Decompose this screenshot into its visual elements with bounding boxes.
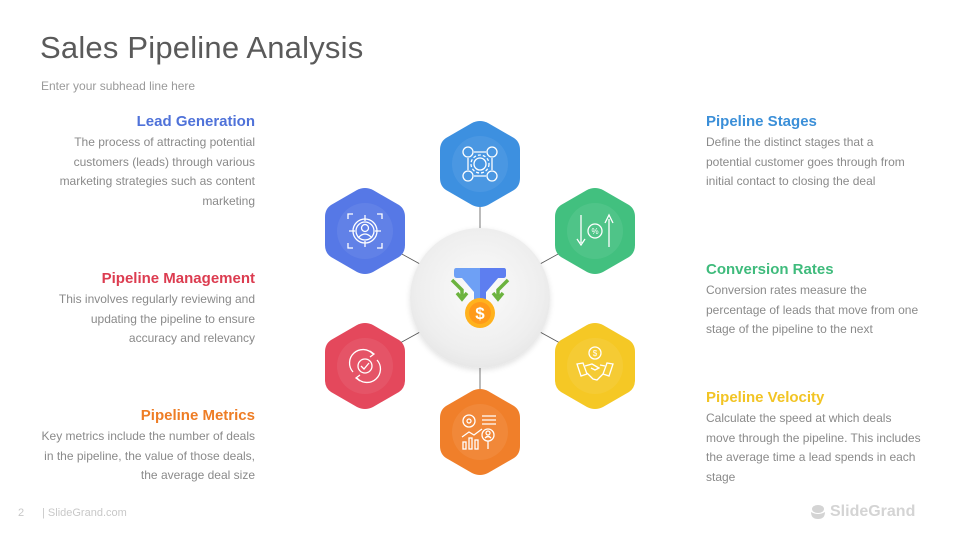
block-text: Conversion rates measure the percentage … (706, 283, 919, 336)
block-pipeline-management: Pipeline Management This involves regula… (40, 270, 255, 349)
block-title: Pipeline Stages (706, 113, 817, 130)
svg-text:$: $ (475, 304, 485, 323)
hexagon-shape (440, 121, 520, 207)
center-circle: $ (410, 228, 550, 368)
block-title: Pipeline Metrics (140, 407, 255, 424)
block-text: Calculate the speed at which deals move … (706, 411, 921, 484)
block-text: This involves regularly reviewing and up… (58, 292, 255, 345)
brand-logo: SlideGrand (810, 503, 915, 521)
hex-lead-generation[interactable] (325, 187, 405, 275)
svg-text:%: % (591, 227, 598, 236)
block-pipeline-velocity: Pipeline Velocity Calculate the speed at… (706, 389, 921, 487)
block-title: Lead Generation (136, 113, 255, 130)
block-pipeline-stages: Pipeline Stages Define the distinct stag… (706, 113, 921, 192)
footer-site-link[interactable]: | SlideGrand.com (42, 507, 127, 519)
block-text: Key metrics include the number of deals … (41, 429, 255, 482)
svg-text:$: $ (593, 349, 598, 358)
hex-pipeline-management[interactable] (325, 322, 405, 410)
block-text: Define the distinct stages that a potent… (706, 135, 905, 188)
page-subhead: Enter your subhead line here (41, 79, 196, 93)
hex-conversion-rates[interactable]: % (555, 187, 635, 275)
block-title: Pipeline Management (101, 270, 255, 287)
hex-pipeline-velocity[interactable]: $ (555, 322, 635, 410)
block-title: Conversion Rates (706, 261, 834, 278)
hexagon-shape (325, 323, 405, 409)
hex-pipeline-stages[interactable] (440, 120, 520, 208)
network-gear-icon (462, 146, 498, 182)
block-pipeline-metrics: Pipeline Metrics Key metrics include the… (40, 407, 255, 486)
percent-exchange-icon: % (576, 213, 614, 247)
page-number: 2 (18, 507, 25, 519)
brand-logo-icon (811, 505, 825, 519)
brand-name: SlideGrand (830, 503, 916, 520)
block-conversion-rates: Conversion Rates Conversion rates measur… (706, 261, 921, 340)
handshake-dollar-icon: $ (576, 346, 614, 381)
page-title: Sales Pipeline Analysis (40, 30, 364, 65)
block-text: The process of attracting potential cust… (59, 135, 255, 208)
funnel-dollar-icon: $ (450, 268, 510, 328)
target-user-icon (347, 213, 383, 249)
hex-pipeline-metrics[interactable] (440, 388, 520, 476)
block-title: Pipeline Velocity (706, 389, 825, 406)
refresh-check-icon (348, 348, 382, 384)
block-lead-generation: Lead Generation The process of attractin… (40, 113, 255, 211)
analytics-search-icon (461, 414, 496, 450)
